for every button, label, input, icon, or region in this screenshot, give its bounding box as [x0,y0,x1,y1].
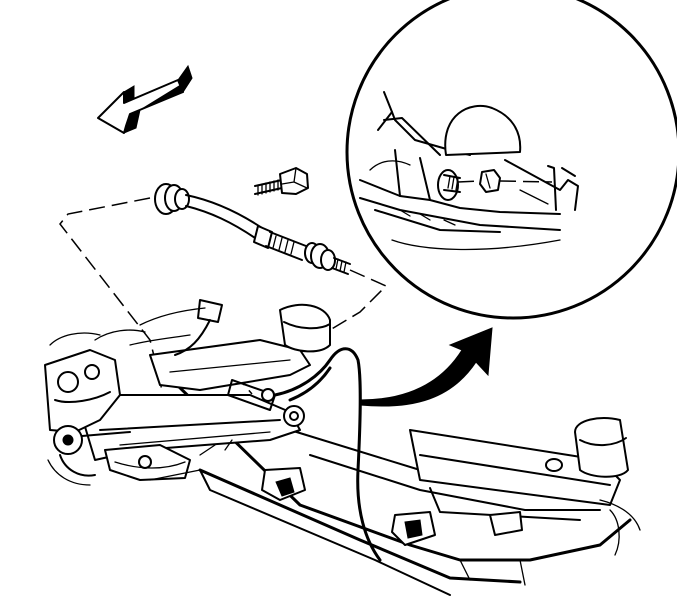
detail-inset [345,0,677,320]
stabilizer-link [154,183,351,275]
front-suspension-cradle [44,299,641,596]
callout-curved-arrow-icon [359,327,493,407]
bolt [254,167,309,196]
front-direction-arrow-icon [97,64,193,134]
detail-inset-bracket [359,91,579,251]
